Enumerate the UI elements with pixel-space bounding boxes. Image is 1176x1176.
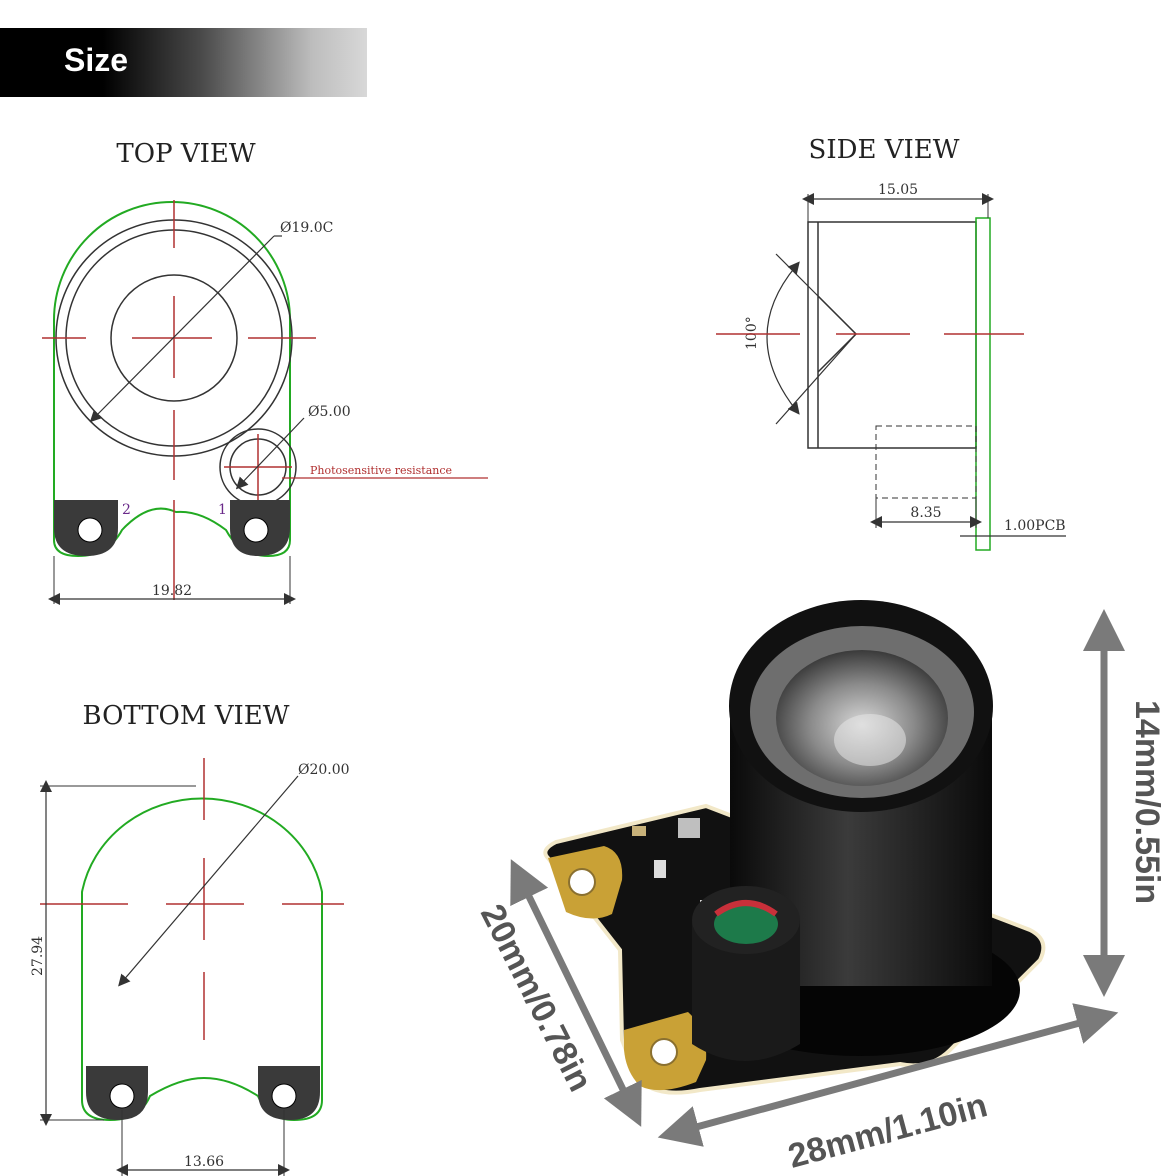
pin-2-label: 2 (122, 502, 131, 518)
bottom-dia-leader (118, 775, 299, 987)
top-pad-left-hole (77, 517, 103, 543)
bottom-pad-left-hole (109, 1083, 135, 1109)
bottom-dia-value: Ø20.00 (298, 762, 350, 778)
product-pad-top-hole (568, 868, 596, 896)
side-pcb-value: 1.00PCB (1004, 518, 1066, 534)
side-width-value: 15.05 (878, 182, 918, 198)
product-illustration (543, 600, 1046, 1095)
side-depth-value: 8.35 (910, 505, 941, 521)
top-view-drawing: TOP VIEW Ø19.0C Ø5.00 Photosensitive res… (42, 139, 488, 605)
bottom-pad-right-hole (271, 1083, 297, 1109)
top-width-value: 19.82 (152, 583, 192, 599)
bottom-centerlines (40, 758, 344, 1040)
depth-arrow (510, 859, 642, 1127)
side-hidden-part (875, 425, 977, 499)
side-cone-ext-top (775, 253, 857, 335)
bottom-view-title: BOTTOM VIEW (82, 701, 289, 731)
height-label: 14mm/0.55in (1128, 700, 1166, 904)
product-photo-sensor (714, 904, 778, 944)
pin-1-label: 1 (218, 502, 227, 518)
width-label: 28mm/1.10in (784, 1086, 991, 1176)
side-cone-ext-bottom (775, 333, 857, 425)
top-small-leader (235, 417, 305, 490)
photo-label: Photosensitive resistance (310, 464, 452, 477)
side-pcb (975, 217, 991, 551)
size-banner: Size (0, 28, 367, 97)
product-photo-ring (714, 900, 778, 917)
product-pad-bottom-hole (650, 1038, 678, 1066)
bottom-height-value: 27.94 (30, 936, 46, 976)
side-body (807, 221, 977, 449)
top-outline (53, 201, 291, 500)
side-view-title: SIDE VIEW (809, 135, 960, 165)
side-view-drawing: SIDE VIEW 100° 15.05 8.35 1.00PCB (716, 135, 1066, 551)
width-arrow (657, 1003, 1119, 1147)
banner-title: Size (64, 42, 129, 78)
bottom-outline (81, 797, 323, 1066)
bottom-view-drawing: BOTTOM VIEW Ø20.00 27.94 13.66 (30, 701, 350, 1176)
top-dia-leader (89, 235, 275, 423)
product-lens-highlight (834, 714, 906, 766)
product-smd-1 (632, 826, 646, 836)
side-angle-arc (766, 261, 800, 415)
top-view-title: TOP VIEW (116, 139, 255, 169)
top-pad-right-hole (243, 517, 269, 543)
bottom-spacing-value: 13.66 (184, 1154, 224, 1170)
product-smd-2 (654, 860, 666, 878)
bottom-outline-bottom (81, 1066, 323, 1122)
top-dia-small: Ø5.00 (308, 404, 351, 420)
side-angle-value: 100° (744, 316, 760, 350)
product-potentiometer (678, 818, 700, 838)
top-lens-circle (110, 274, 238, 402)
top-outline-bottom (53, 500, 291, 558)
top-dia-large: Ø19.0C (280, 220, 333, 236)
